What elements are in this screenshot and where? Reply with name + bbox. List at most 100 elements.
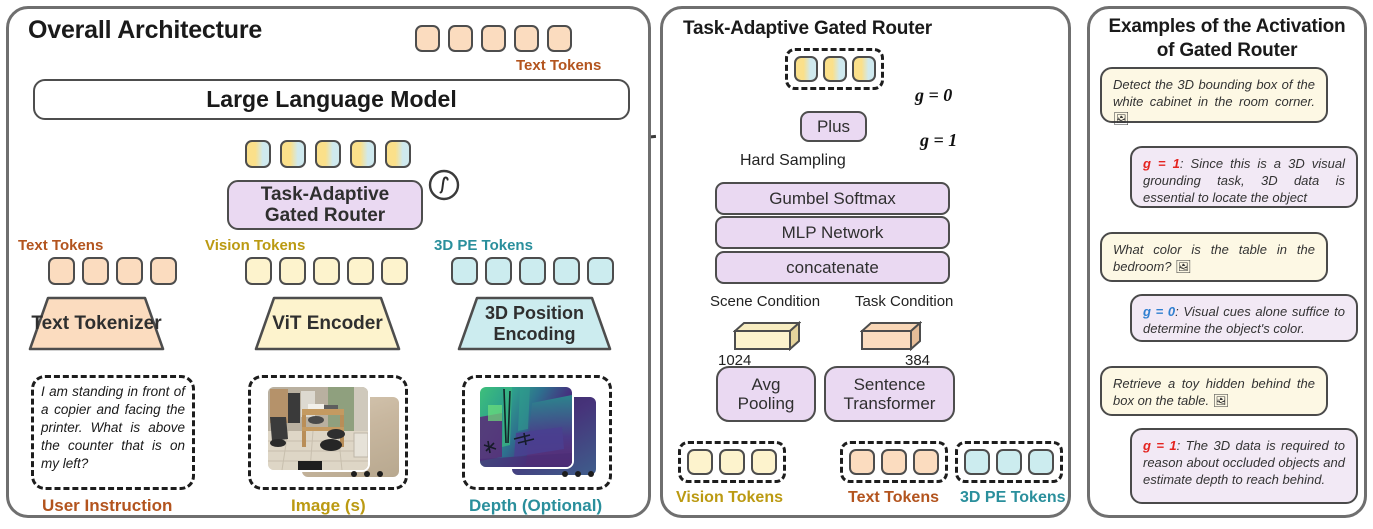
- task-adaptive-gated-router-box: Task-Adaptive Gated Router: [227, 180, 423, 230]
- router-output-tokens-box: [785, 48, 884, 90]
- avg-pooling-box: Avg Pooling: [716, 366, 816, 422]
- token-pe: [964, 449, 990, 475]
- ellipsis-dots: [562, 471, 594, 477]
- text-tokens-box: [840, 441, 948, 483]
- token-text-out: [481, 25, 506, 52]
- token-text-out: [448, 25, 473, 52]
- token-fused-out: [852, 56, 876, 82]
- mlp-network-label: MLP Network: [781, 222, 884, 242]
- gumbel-softmax-label: Gumbel Softmax: [769, 188, 896, 208]
- sentence-transformer-label-line2: Transformer: [843, 394, 936, 413]
- example-question-bubble: Detect the 3D bounding box of the white …: [1100, 67, 1328, 126]
- mlp-network-box: MLP Network: [715, 216, 950, 249]
- text-tokenizer-block: Text Tokenizer: [28, 296, 165, 351]
- token-vision: [245, 257, 272, 285]
- example-question-text: Retrieve a toy hidden behind the box on …: [1113, 376, 1315, 408]
- task-feature-bar: [859, 320, 923, 356]
- ellipsis-dots: [351, 471, 383, 477]
- token-text: [48, 257, 75, 285]
- token-fused: [350, 140, 376, 168]
- token-vision: [381, 257, 408, 285]
- gate-value-label: g = 0: [1143, 304, 1176, 319]
- token-vision: [719, 449, 745, 475]
- user-instruction-text: I am standing in front of a copier and f…: [41, 384, 185, 471]
- gumbel-softmax-box: Gumbel Softmax: [715, 182, 950, 215]
- task-dim-label: 384: [905, 352, 931, 369]
- token-text: [116, 257, 143, 285]
- token-text-out: [415, 25, 440, 52]
- picture-icon: 🖼: [1113, 110, 1130, 126]
- integral-switch-icon: [427, 168, 461, 207]
- router-label-line2: Gated Router: [264, 205, 386, 226]
- hard-sampling-label: Hard Sampling: [740, 152, 846, 169]
- vit-encoder-label: ViT Encoder: [272, 312, 383, 334]
- picture-icon: 🖼: [1175, 258, 1192, 274]
- caption-pe-tokens-router: 3D PE Tokens: [960, 489, 1066, 506]
- panel-title-gated-router: Task-Adaptive Gated Router: [683, 18, 932, 39]
- depth-thumb-front: [478, 385, 574, 469]
- avg-pooling-label-line2: Pooling: [737, 394, 795, 413]
- token-text-out: [547, 25, 572, 52]
- user-instruction-box: [31, 375, 195, 490]
- vit-encoder-block: ViT Encoder: [254, 296, 401, 351]
- footer-images: Image (s): [291, 496, 366, 515]
- caption-text-tokens: Text Tokens: [18, 237, 104, 254]
- example-answer-bubble: g = 1: Since this is a 3D visual groundi…: [1130, 146, 1358, 208]
- token-fused-out: [794, 56, 818, 82]
- task-condition-label: Task Condition: [855, 293, 954, 310]
- token-fused: [385, 140, 411, 168]
- picture-icon: 🖼: [1212, 392, 1230, 408]
- token-fused: [315, 140, 341, 168]
- gate-label-g-one: g = 1: [920, 130, 958, 150]
- caption-text-tokens-router: Text Tokens: [848, 489, 939, 506]
- gate-value-label: g = 1: [1143, 438, 1177, 453]
- token-pe: [587, 257, 614, 285]
- image-thumb-front: [266, 385, 370, 472]
- avg-pooling-label-line1: Avg: [751, 374, 781, 394]
- token-vision: [347, 257, 374, 285]
- plus-box: Plus: [800, 111, 867, 142]
- pe-tokens-box: [955, 441, 1063, 483]
- gate-label-g-zero: g = 0: [915, 85, 953, 105]
- position-encoding-block: 3D Position Encoding: [457, 296, 612, 351]
- position-encoding-label-line2: Encoding: [493, 323, 576, 344]
- large-language-model-label: Large Language Model: [206, 85, 457, 112]
- gate-value-label: g = 1: [1143, 156, 1180, 171]
- images-box: [248, 375, 408, 490]
- sentence-transformer-box: Sentence Transformer: [824, 366, 955, 422]
- token-fused: [245, 140, 271, 168]
- example-answer-bubble: g = 0: Visual cues alone suffice to dete…: [1130, 294, 1358, 342]
- token-pe: [553, 257, 580, 285]
- scene-condition-label: Scene Condition: [710, 293, 821, 310]
- example-question-text: Detect the 3D bounding box of the white …: [1113, 77, 1315, 109]
- gate-colon: :: [1175, 304, 1184, 319]
- example-answer-text: The 3D data is required to reason about …: [1143, 438, 1345, 487]
- token-pe: [1028, 449, 1054, 475]
- scene-dim-label: 1024: [718, 352, 752, 369]
- example-answer-bubble: g = 1: The 3D data is required to reason…: [1130, 428, 1358, 504]
- caption-vision-tokens: Vision Tokens: [205, 237, 306, 254]
- position-encoding-label-line1: 3D Position: [484, 303, 584, 324]
- vision-tokens-box: [678, 441, 786, 483]
- token-text: [849, 449, 875, 475]
- token-vision: [279, 257, 306, 285]
- example-question-bubble: Retrieve a toy hidden behind the box on …: [1100, 366, 1328, 416]
- token-text: [913, 449, 939, 475]
- token-text-out: [514, 25, 539, 52]
- concatenate-box: concatenate: [715, 251, 950, 284]
- token-pe: [519, 257, 546, 285]
- router-label-line1: Task-Adaptive: [260, 183, 390, 205]
- token-pe: [996, 449, 1022, 475]
- text-tokenizer-label: Text Tokenizer: [31, 312, 162, 334]
- image-thumbnails: [248, 375, 408, 490]
- panel-title-examples-line1: Examples of the Activation: [1108, 16, 1346, 37]
- caption-vision-tokens-router: Vision Tokens: [676, 489, 783, 506]
- example-question-text: What color is the table in the bedroom?: [1113, 242, 1315, 274]
- caption-pe-tokens: 3D PE Tokens: [434, 237, 533, 254]
- token-pe: [485, 257, 512, 285]
- depth-thumbnails: [462, 375, 612, 490]
- depth-box: [462, 375, 612, 490]
- scene-feature-bar: [732, 320, 802, 356]
- token-fused-out: [823, 56, 847, 82]
